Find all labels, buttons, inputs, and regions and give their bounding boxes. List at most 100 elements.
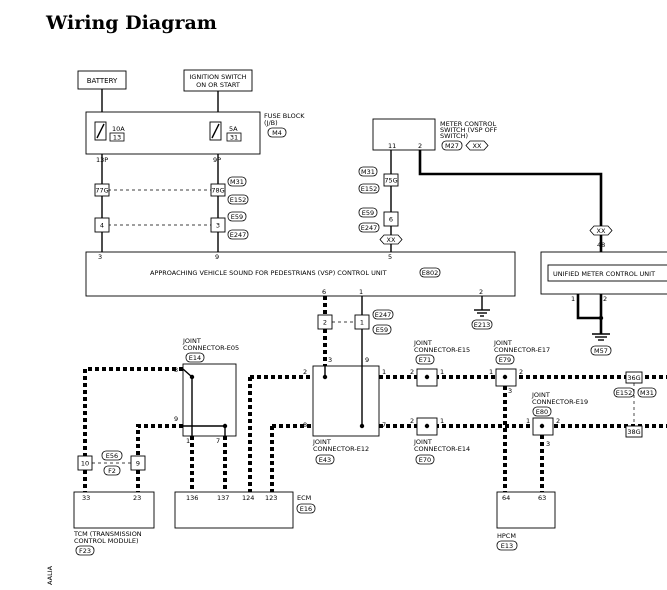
fuse-block-conn: M4 bbox=[272, 129, 282, 137]
meter-switch-label-2: SWITCH (VSP OFF bbox=[440, 126, 498, 134]
hpcm-module: 64 63 HPCM E13 bbox=[496, 491, 556, 551]
joint-connector-e15: 2 1 JOINT CONNECTOR-E15 E71 bbox=[410, 339, 470, 387]
conn-e247: E247 bbox=[230, 231, 247, 239]
term-4: 4 bbox=[100, 222, 104, 230]
jc15-label-2: CONNECTOR-E15 bbox=[414, 346, 470, 354]
term-9-tcm: 9 bbox=[136, 460, 140, 468]
unified-meter-unit: UNIFIED METER CONTROL UNIT 1 2 bbox=[540, 251, 667, 303]
conn-f2: F2 bbox=[108, 467, 116, 475]
jc14-label-2: CONNECTOR-E14 bbox=[414, 445, 470, 453]
jc05-pin-3: 3 bbox=[174, 366, 178, 374]
vsp-pin-1: 1 bbox=[359, 288, 363, 296]
fuse1-amp: 10A bbox=[112, 125, 125, 133]
jc12-pin-3: 3 bbox=[328, 356, 332, 364]
tcm-pin-23: 23 bbox=[133, 494, 141, 502]
tcm-label-1: TCM (TRANSMISSION bbox=[73, 530, 142, 538]
meter-switch-conn2: XX bbox=[473, 142, 482, 150]
jc14-label-1: JOINT bbox=[413, 438, 432, 446]
fuse2-pin: 9P bbox=[213, 156, 221, 164]
joint-connector-e14: 2 1 JOINT CONNECTOR-E14 E70 bbox=[410, 417, 470, 465]
jc12-pin-1: 1 bbox=[382, 368, 386, 376]
conn-e152-right: E152 bbox=[616, 389, 633, 397]
jc19-pin-3: 3 bbox=[546, 440, 550, 448]
vsp-conn: E802 bbox=[422, 269, 439, 277]
term-1-vsp: 1 bbox=[360, 319, 364, 327]
jc19-conn: E80 bbox=[536, 408, 548, 416]
jc05-pin-9: 9 bbox=[174, 415, 178, 423]
tcm-conn: F23 bbox=[79, 547, 91, 555]
term-10: 10 bbox=[81, 460, 89, 468]
conn-m31: M31 bbox=[230, 178, 244, 186]
jc05-label-2: CONNECTOR-E05 bbox=[183, 344, 239, 352]
battery-block: BATTERY bbox=[77, 70, 127, 90]
jc05-label-1: JOINT bbox=[182, 337, 201, 345]
conn-e56: E56 bbox=[106, 452, 118, 460]
page-title: Wiring Diagram bbox=[46, 12, 217, 34]
joint-connector-e17: 1 2 3 JOINT CONNECTOR-E17 E79 bbox=[489, 339, 550, 395]
meter-pin-2: 2 bbox=[418, 142, 422, 150]
hpcm-pin-63: 63 bbox=[538, 494, 546, 502]
vsp-pin-5: 5 bbox=[388, 253, 392, 261]
jc19-pin-1: 1 bbox=[526, 417, 530, 425]
conn-e247-meter: E247 bbox=[361, 224, 378, 232]
jc05-pin-1: 1 bbox=[186, 437, 190, 445]
jc14-pin-2: 2 bbox=[410, 417, 414, 425]
ecm-module: 136 137 124 123 ECM E16 bbox=[174, 491, 316, 529]
jc15-conn: E71 bbox=[419, 356, 431, 364]
vsp-pin-6: 6 bbox=[322, 288, 326, 296]
fuse-block-label-1: FUSE BLOCK bbox=[264, 112, 305, 120]
unified-pin-1: 1 bbox=[571, 295, 575, 303]
jc17-pin-1: 1 bbox=[489, 368, 493, 376]
ignition-label-2: ON OR START bbox=[196, 81, 240, 89]
conn-e59: E59 bbox=[231, 213, 243, 221]
tcm-label-2: CONTROL MODULE) bbox=[74, 537, 139, 545]
jc12-pin-7: 7 bbox=[382, 421, 386, 429]
ignition-label-1: IGNITION SWITCH bbox=[189, 73, 246, 81]
jc17-pin-2: 2 bbox=[519, 368, 523, 376]
jc19-label-1: JOINT bbox=[531, 391, 550, 399]
vsp-pin-9: 9 bbox=[215, 253, 219, 261]
term-2-vsp: 2 bbox=[323, 319, 327, 327]
hpcm-pin-64: 64 bbox=[502, 494, 510, 502]
ecm-pin-124: 124 bbox=[242, 494, 254, 502]
vsp-label: APPROACHING VEHICLE SOUND FOR PEDESTRIAN… bbox=[150, 269, 387, 277]
fuse2-num: 31 bbox=[230, 134, 238, 142]
tcm-module: 33 23 TCM (TRANSMISSION CONTROL MODULE) … bbox=[73, 491, 155, 556]
jc15-pin-1: 1 bbox=[440, 368, 444, 376]
meter-switch-label-1: METER CONTROL bbox=[440, 120, 496, 128]
jc19-label-2: CONNECTOR-E19 bbox=[532, 398, 588, 406]
jc12-label-2: CONNECTOR-E12 bbox=[313, 445, 369, 453]
conn-xx-left: XX bbox=[387, 236, 396, 244]
jc12-label-1: JOINT bbox=[312, 438, 331, 446]
jc17-label-1: JOINT bbox=[493, 339, 512, 347]
conn-m31-meter: M31 bbox=[361, 168, 375, 176]
jc19-pin-2: 2 bbox=[556, 417, 560, 425]
unified-meter-label: UNIFIED METER CONTROL UNIT bbox=[553, 270, 655, 278]
conn-e59-vsp: E59 bbox=[376, 326, 388, 334]
fuse-block-label-2: (J/B) bbox=[264, 119, 278, 127]
conn-xx-right: XX bbox=[597, 227, 606, 235]
fuse2-amp: 5A bbox=[229, 125, 238, 133]
term-75g: 75G bbox=[384, 177, 397, 185]
jc05-conn: E14 bbox=[189, 354, 201, 362]
vsp-pin-3: 3 bbox=[98, 253, 102, 261]
conn-e59-meter: E59 bbox=[362, 209, 374, 217]
jc14-conn: E70 bbox=[419, 456, 431, 464]
jc15-label-1: JOINT bbox=[413, 339, 432, 347]
term-36g: 36G bbox=[627, 374, 640, 382]
ecm-conn: E16 bbox=[300, 505, 312, 513]
meter-switch-label-3: SWITCH) bbox=[440, 132, 468, 140]
ignition-switch-block: IGNITION SWITCH ON OR START bbox=[183, 69, 253, 92]
conn-e247-vsp: E247 bbox=[375, 311, 392, 319]
jc12-pin-2: 2 bbox=[303, 368, 307, 376]
jc05-pin-7: 7 bbox=[216, 437, 220, 445]
jc12-pin-9: 9 bbox=[365, 356, 369, 364]
meter-control-switch: 11 2 METER CONTROL SWITCH (VSP OFF SWITC… bbox=[372, 118, 498, 151]
ecm-pin-136: 136 bbox=[186, 494, 198, 502]
joint-connector-e05: 3 9 1 7 JOINT CONNECTOR-E05 E14 bbox=[174, 337, 239, 445]
meter-pin-11: 11 bbox=[388, 142, 396, 150]
hpcm-conn: E13 bbox=[501, 542, 513, 550]
ecm-label: ECM bbox=[297, 494, 311, 502]
jc17-pin-3: 3 bbox=[508, 387, 512, 395]
